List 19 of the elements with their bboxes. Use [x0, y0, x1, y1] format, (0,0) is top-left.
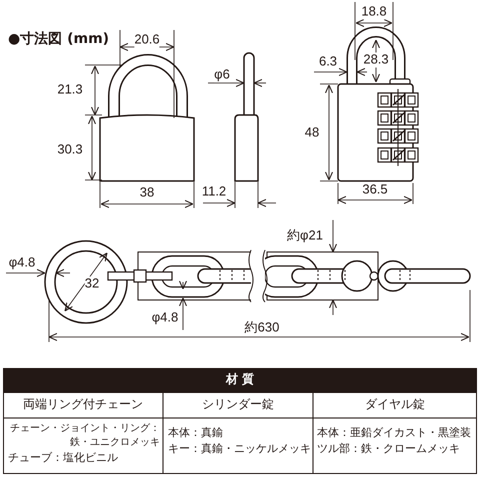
material-text: 本体：真鍮: [168, 427, 223, 440]
material-text: キー：真鍮・ニッケルメッキ: [168, 443, 311, 456]
table-heading: 材 質: [226, 373, 254, 387]
dimension-label: 約φ21: [287, 228, 323, 244]
dimension-label: φ4.8: [8, 256, 36, 270]
dimension-label: φ6: [214, 68, 230, 82]
material-text: ツル部：鉄・クロームメッキ: [317, 443, 460, 456]
column-heading: シリンダー錠: [202, 398, 274, 412]
diagram-title: ●寸法図 (mm): [8, 31, 110, 48]
material-text: チューブ：塩化ビニル: [8, 452, 118, 465]
dimension-label: φ4.8: [152, 310, 178, 326]
column-heading: 両端リング付チェーン: [23, 398, 143, 412]
dimension-label: 20.6: [134, 32, 160, 48]
material-text: 本体：亜鉛ダイカスト・黒塗装: [317, 427, 471, 440]
dimension-label: 18.8: [361, 4, 387, 20]
dimension-label: 28.3: [363, 52, 389, 68]
material-text: チェーン・ジョイント・リング：鉄・ユニクロメッキ: [9, 422, 160, 450]
column-heading: ダイヤル錠: [365, 398, 425, 412]
dimension-label: 約630: [244, 320, 280, 336]
